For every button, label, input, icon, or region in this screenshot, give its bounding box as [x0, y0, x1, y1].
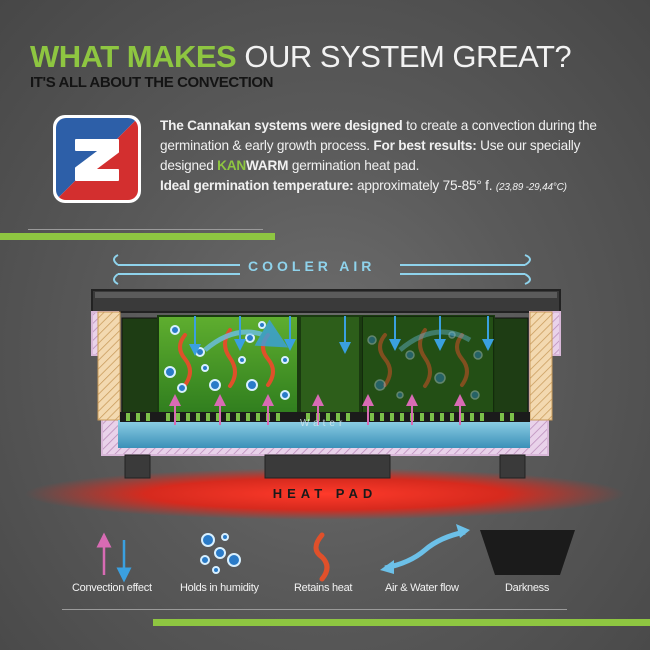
container-feet: [124, 454, 526, 479]
page-subtitle: IT'S ALL ABOUT THE CONVECTION: [30, 74, 274, 91]
curved-double-arrow-icon: [380, 524, 470, 574]
divider-line-bottom: [62, 609, 567, 610]
cooler-air-swirls: [113, 254, 531, 285]
heat-pad-glow: [25, 468, 625, 520]
legend-heat: Retains heat: [294, 582, 353, 594]
humidity-bubbles: [164, 321, 290, 400]
cooler-air-label: COOLER AIR: [248, 258, 376, 274]
flame-icon: [313, 532, 330, 582]
legend-darkness: Darkness: [505, 582, 550, 594]
page-title: WHAT MAKES OUR SYSTEM GREAT?: [30, 39, 572, 74]
accent-bar-bottom: [153, 619, 650, 626]
water: [118, 420, 530, 448]
legend-humidity: Holds in humidity: [180, 582, 259, 594]
bubbles-icon: [200, 533, 241, 574]
cannakan-logo: [53, 115, 141, 203]
legend-convection: Convection effect: [72, 582, 152, 594]
grate: [120, 412, 530, 422]
divider-line: [28, 229, 263, 230]
dark-shape-icon: [480, 530, 575, 575]
intro-text: The Cannakan systems were designed to cr…: [160, 118, 597, 193]
warm-up-arrows: [169, 394, 466, 425]
convection-arrows-icon: [96, 532, 132, 583]
chamber-middle: [299, 315, 361, 417]
heat-pad-label: HEAT PAD: [272, 486, 378, 501]
water-label: Water: [300, 418, 347, 429]
accent-bar: [0, 233, 275, 240]
cool-down-arrows: [189, 316, 494, 356]
legend-flow: Air & Water flow: [385, 582, 459, 594]
